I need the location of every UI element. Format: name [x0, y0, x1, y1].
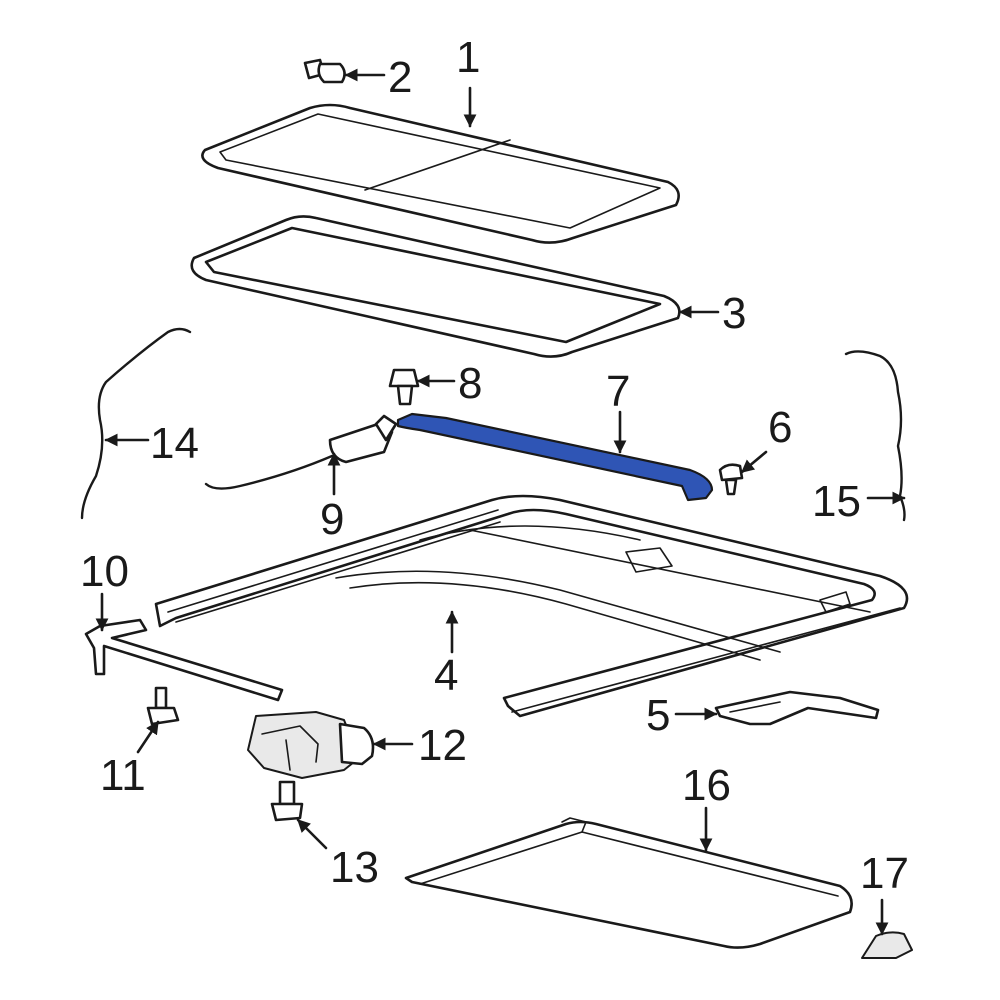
- part-6-screw[interactable]: [718, 463, 744, 496]
- part-8-bolt[interactable]: [388, 368, 420, 406]
- callout-10[interactable]: 10: [80, 547, 129, 596]
- callout-labels: 1 2 3 4 5 6 7 8 9 10 11 12 13 14 15 16 1…: [80, 33, 909, 898]
- callout-9[interactable]: 9: [320, 495, 344, 544]
- callout-16[interactable]: 16: [682, 761, 731, 810]
- part-17-cap[interactable]: [861, 931, 913, 959]
- callout-3[interactable]: 3: [722, 289, 746, 338]
- part-1-glass-panel[interactable]: [201, 103, 680, 244]
- callout-6[interactable]: 6: [768, 403, 792, 452]
- part-13-bolt[interactable]: [270, 780, 304, 822]
- part-2-bolt[interactable]: [303, 58, 346, 84]
- leader-13: [296, 818, 328, 850]
- callout-15[interactable]: 15: [812, 477, 861, 526]
- leader-11: [136, 720, 160, 754]
- part-14-drain-hose-left[interactable]: [80, 327, 192, 520]
- callout-5[interactable]: 5: [646, 691, 670, 740]
- part-5-bracket[interactable]: [714, 690, 880, 726]
- callout-4[interactable]: 4: [434, 651, 458, 700]
- part-3-seal[interactable]: [190, 215, 681, 358]
- part-9-cable-guide[interactable]: [204, 414, 398, 490]
- leader-lines: [95, 68, 906, 936]
- callout-7[interactable]: 7: [606, 367, 630, 416]
- part-16-sunshade[interactable]: [404, 817, 853, 949]
- callout-8[interactable]: 8: [458, 359, 482, 408]
- callout-1[interactable]: 1: [456, 33, 480, 82]
- callout-17[interactable]: 17: [860, 849, 909, 898]
- callout-2[interactable]: 2: [388, 53, 412, 102]
- part-7-wind-deflector[interactable]: [396, 412, 714, 502]
- part-4-sunroof-frame[interactable]: [154, 494, 909, 718]
- part-10-rail[interactable]: [84, 618, 284, 702]
- part-11-bolt[interactable]: [146, 686, 180, 726]
- callout-14[interactable]: 14: [150, 419, 199, 468]
- callout-13[interactable]: 13: [330, 843, 379, 892]
- callout-12[interactable]: 12: [418, 721, 467, 770]
- part-12-motor[interactable]: [247, 711, 375, 779]
- callout-11[interactable]: 11: [100, 751, 146, 800]
- leader-6: [740, 450, 768, 474]
